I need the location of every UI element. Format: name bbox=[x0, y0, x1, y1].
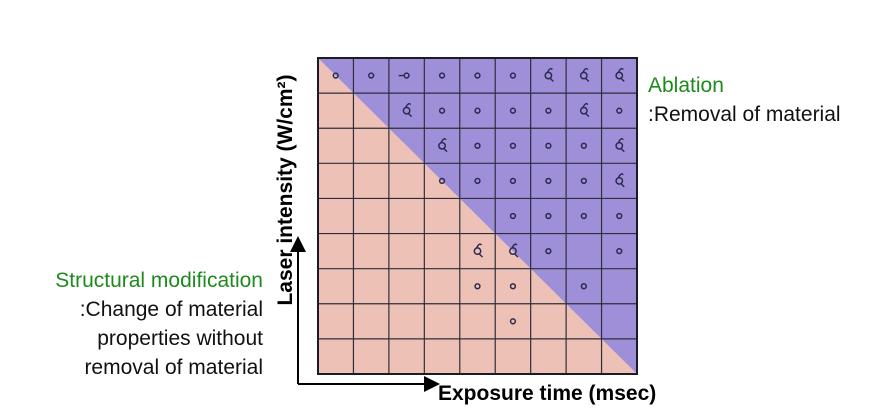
sample-mark-tail bbox=[582, 67, 590, 83]
sample-mark bbox=[508, 247, 517, 256]
sample-mark bbox=[616, 107, 623, 114]
sample-mark-tail bbox=[440, 138, 448, 153]
sample-mark-tail bbox=[475, 243, 483, 258]
structural-modification-title: Structural modification bbox=[55, 269, 263, 292]
sample-mark bbox=[615, 141, 624, 150]
sample-mark bbox=[545, 107, 552, 114]
ablation-region bbox=[318, 58, 637, 374]
sample-mark bbox=[545, 212, 552, 220]
sample-mark bbox=[615, 176, 624, 185]
sample-mark bbox=[616, 212, 623, 220]
sample-mark-tail bbox=[582, 102, 590, 118]
sample-mark-tail bbox=[617, 138, 625, 153]
sample-mark bbox=[474, 177, 481, 185]
sample-mark bbox=[580, 142, 587, 149]
sample-mark bbox=[580, 177, 587, 185]
grid-border bbox=[317, 57, 638, 375]
structural-modification-annotation: Structural modification :Change of mater… bbox=[55, 266, 263, 382]
structural-modification-line: properties without bbox=[97, 327, 263, 350]
sample-mark bbox=[545, 142, 552, 149]
sample-mark bbox=[438, 141, 447, 150]
sample-mark bbox=[616, 247, 623, 255]
sample-mark bbox=[579, 71, 588, 80]
sample-mark bbox=[473, 247, 482, 256]
sample-mark-tail bbox=[404, 102, 413, 118]
sample-mark bbox=[509, 212, 517, 220]
sample-mark bbox=[474, 142, 481, 149]
sample-mark-tail bbox=[511, 243, 519, 258]
sample-mark bbox=[474, 72, 481, 79]
sample-mark bbox=[332, 72, 339, 79]
sample-mark bbox=[545, 177, 552, 185]
sample-mark bbox=[509, 177, 517, 185]
sample-mark bbox=[509, 142, 517, 149]
sample-mark bbox=[403, 72, 410, 79]
sample-marks bbox=[332, 67, 625, 325]
sample-mark bbox=[438, 177, 446, 185]
sample-mark bbox=[509, 283, 517, 290]
sample-mark bbox=[509, 318, 517, 325]
sample-mark bbox=[402, 106, 411, 115]
sample-mark bbox=[474, 283, 481, 290]
structural-modification-line: removal of material bbox=[84, 356, 263, 379]
sample-mark bbox=[580, 283, 587, 290]
sample-mark bbox=[368, 72, 375, 79]
sample-mark-tail bbox=[617, 173, 625, 188]
y-axis-label: Laser intensity (W/cm²) bbox=[274, 74, 297, 306]
sample-mark bbox=[545, 247, 552, 255]
sample-mark bbox=[544, 71, 553, 80]
sample-mark bbox=[580, 212, 587, 220]
ablation-description: :Removal of material bbox=[648, 103, 841, 126]
sample-mark bbox=[615, 71, 624, 80]
sample-mark bbox=[438, 107, 446, 114]
ablation-title: Ablation bbox=[648, 74, 724, 97]
structural-modification-line: :Change of material bbox=[79, 298, 263, 321]
sample-mark-tail bbox=[546, 67, 554, 83]
sample-mark bbox=[474, 107, 481, 114]
sample-mark bbox=[509, 107, 517, 114]
sample-mark-tail bbox=[617, 67, 625, 83]
sample-mark bbox=[438, 72, 446, 79]
sample-mark bbox=[579, 106, 588, 115]
x-axis-label: Exposure time (msec) bbox=[438, 382, 657, 405]
sample-mark bbox=[509, 72, 517, 79]
experiment-grid bbox=[318, 58, 637, 374]
